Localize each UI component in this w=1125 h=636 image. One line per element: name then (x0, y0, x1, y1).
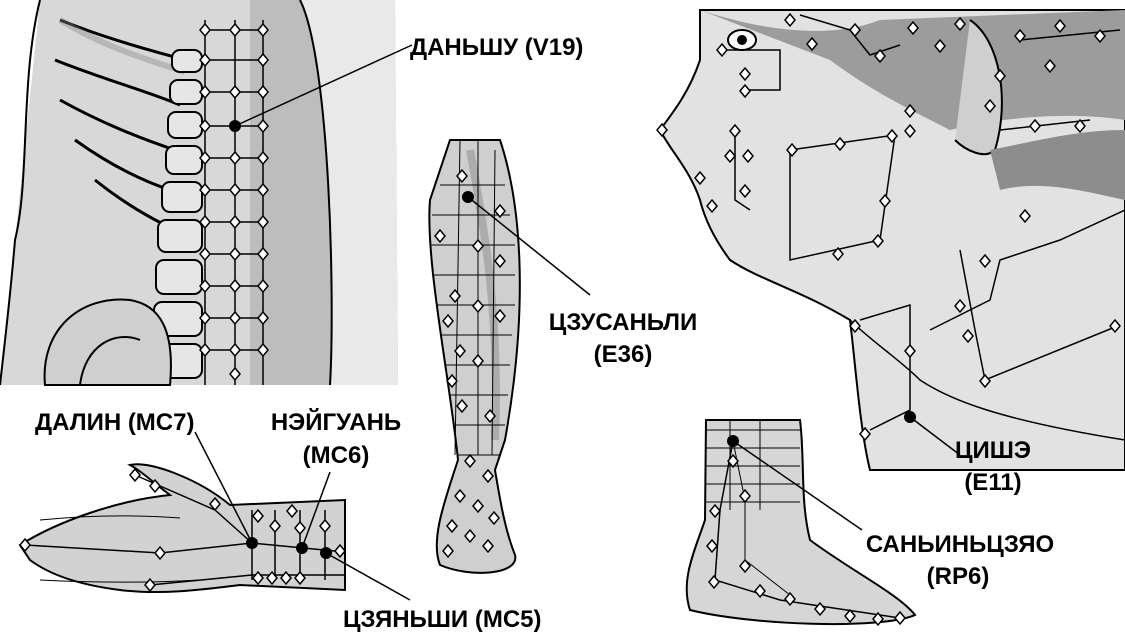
back-figure (0, 0, 412, 385)
label-cishe-code: (E11) (964, 469, 1021, 496)
head-figure (657, 10, 1125, 470)
label-danshu: ДАНЬШУ (V19) (410, 34, 583, 61)
label-sanyinjiao-name: САНЬИНЬЦЗЯО (866, 531, 1054, 558)
label-cishe-name: ЦИШЭ (955, 437, 1031, 464)
label-dalin: ДАЛИН (МС7) (35, 409, 194, 436)
label-czusanli-code: (E36) (594, 341, 653, 368)
label-sanyinjiao-code: (RP6) (927, 563, 990, 590)
label-neiguan-code: (МС6) (303, 442, 370, 469)
leg-figure (429, 140, 590, 573)
label-czusanli-name: ЦЗУСАНЬЛИ (549, 309, 697, 336)
label-neiguan-name: НЭЙГУАНЬ (271, 408, 401, 436)
label-czyanshi: ЦЗЯНЬШИ (МС5) (343, 606, 542, 633)
